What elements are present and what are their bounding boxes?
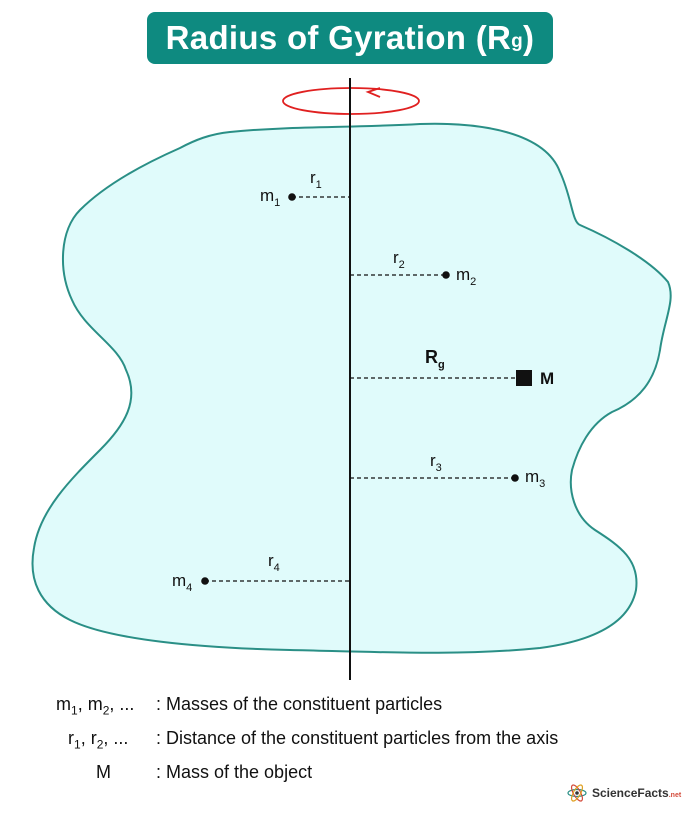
rotation-arrow-head [365,87,381,98]
particle-radius-label-2: r2 [393,248,405,271]
particle-mass-label-1: m1 [260,186,280,209]
particle-dot-1 [288,193,296,201]
particle-radius-label-3: r3 [430,451,442,474]
title-main: Radius of Gyration (R [165,19,512,56]
particle-dot-4 [201,577,209,585]
title-close: ) [523,19,535,56]
particle-radius-label-4: r4 [268,551,280,574]
total-mass-label: M [540,369,554,388]
logo-text: ScienceFacts.net [592,786,682,800]
atom-icon [567,784,587,802]
particle-dot-3 [511,474,519,482]
particle-mass-label-3: m3 [525,467,545,490]
rigid-body-shape [31,122,672,654]
particle-mass-label-2: m2 [456,265,476,288]
gyration-radius-label: Rg [425,347,445,371]
particle-mass-label-4: m4 [172,571,192,594]
particle-dot-2 [442,271,450,279]
sciencefacts-logo: ScienceFacts.net [566,778,696,808]
particle-radius-label-1: r1 [310,168,322,191]
title-subscript: g [511,31,524,52]
total-mass-square [516,370,532,386]
